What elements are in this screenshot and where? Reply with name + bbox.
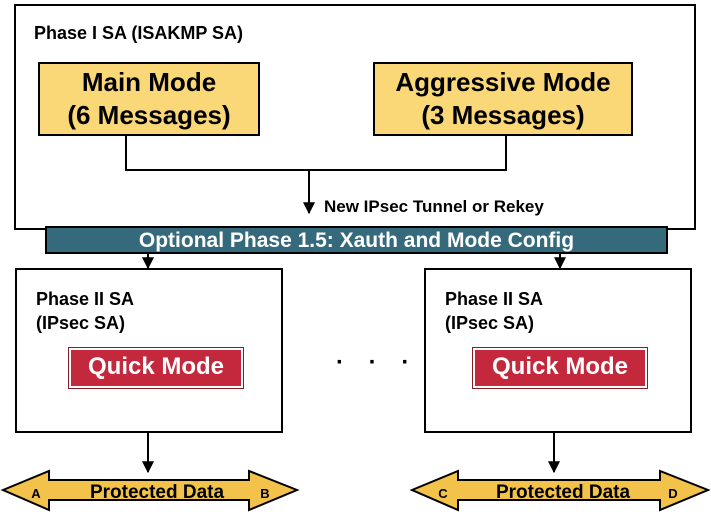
main-mode-box: Main Mode (6 Messages)	[38, 62, 260, 136]
tunnel-label: New IPsec Tunnel or Rekey	[324, 197, 544, 216]
phase1-sa-title: Phase I SA (ISAKMP SA)	[34, 23, 244, 43]
quick-mode-left: Quick Mode	[68, 347, 244, 389]
data-left-end: B	[260, 486, 269, 501]
quick-mode-right: Quick Mode	[472, 347, 648, 389]
data-left-label: Protected Data	[90, 482, 225, 503]
data-right-start: C	[438, 486, 448, 501]
aggressive-mode-label: Aggressive Mode	[395, 67, 611, 97]
aggressive-mode-box: Aggressive Mode (3 Messages)	[373, 62, 633, 136]
ellipsis: · · ·	[336, 349, 419, 376]
phase15-band: Optional Phase 1.5: Xauth and Mode Confi…	[45, 226, 668, 254]
main-mode-messages: (6 Messages)	[67, 100, 231, 130]
data-left-start: A	[31, 486, 41, 501]
phase2-sa-left-title: Phase II SA (IPsec SA)	[36, 289, 135, 333]
protected-data-left-arrow	[0, 469, 300, 512]
mode-join-line	[125, 136, 507, 171]
aggressive-mode-messages: (3 Messages)	[421, 100, 585, 130]
protected-data-right-arrow	[409, 469, 711, 512]
main-mode-label: Main Mode	[81, 67, 217, 97]
data-right-end: D	[668, 486, 677, 501]
phase2-sa-right-title: Phase II SA (IPsec SA)	[445, 289, 544, 333]
data-right-label: Protected Data	[496, 482, 631, 503]
